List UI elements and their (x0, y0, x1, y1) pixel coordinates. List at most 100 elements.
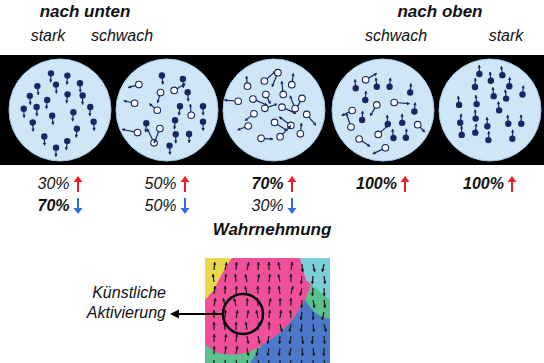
unit-arrow-head (65, 100, 68, 103)
map-arrow-shaft (311, 336, 313, 344)
unit-arrow-head (274, 103, 277, 106)
map-arrow-head (213, 262, 216, 265)
percent-label: 30% (251, 196, 283, 216)
map-arrow-head (244, 286, 247, 289)
unit-dot (173, 131, 179, 137)
map-arrow-head (213, 346, 216, 349)
unit-arrow-head (71, 118, 74, 121)
unit-arrow-head (409, 84, 412, 87)
map-arrow-head (323, 305, 326, 308)
unit-open-dot (244, 83, 251, 90)
dish-circle (332, 59, 434, 161)
map-arrow-head (279, 310, 282, 313)
map-arrows (212, 262, 327, 363)
unit-arrow-head (181, 85, 184, 88)
unit-dot (473, 101, 479, 107)
map-arrow-shaft (324, 324, 326, 332)
unit-open-dot (154, 107, 161, 114)
unit-arrow-head (459, 114, 462, 117)
unit-open-dot (171, 87, 178, 94)
unit-open-dot (275, 69, 282, 76)
percent-label: 100% (356, 174, 397, 194)
map-arrow-head (234, 274, 237, 277)
unit-open-dot (271, 119, 278, 126)
map-arrow-shaft (258, 360, 260, 363)
map-arrow-head (266, 353, 269, 356)
unit-dot (390, 135, 396, 141)
unit-open-dot (134, 129, 141, 136)
unit-arrow-head (504, 90, 507, 93)
unit-arrow-head (374, 73, 377, 76)
map-arrow-head (235, 286, 238, 289)
unit-arrow-head (36, 92, 39, 95)
map-arrow-shaft (246, 298, 248, 306)
arrow-head (507, 176, 516, 182)
map-arrow-shaft (235, 274, 237, 282)
map-arrow-head (212, 310, 215, 313)
unit-arrow-head (147, 129, 150, 132)
map-arrow-shaft (301, 348, 303, 356)
map-arrow-head (246, 310, 249, 313)
unit-arrow-head (386, 115, 389, 118)
unit-arrow-head (154, 140, 157, 143)
unit-dot (359, 117, 365, 123)
subheading: schwach (365, 26, 427, 46)
unit-arrow-head (271, 84, 274, 87)
percent-label: 70% (251, 174, 283, 194)
unit-dot (77, 80, 83, 86)
unit-dot (518, 121, 524, 127)
unit-open-dot (299, 95, 306, 102)
unit-open-dot (303, 111, 310, 118)
unit-arrow-head (353, 79, 356, 82)
map-arrow-shaft (234, 298, 236, 306)
map-arrow-shaft (301, 300, 303, 308)
arrow-head (287, 208, 296, 214)
map-arrow-head (257, 341, 260, 344)
map-arrow-shaft (224, 346, 226, 354)
unit-arrow-head (508, 77, 511, 80)
unit-dot (180, 76, 186, 82)
unit-arrow-head (374, 78, 377, 81)
unit-dot (353, 85, 359, 91)
unit-arrow-head (43, 143, 46, 146)
unit-arrow-head (49, 80, 52, 83)
unit-arrow-head (367, 144, 370, 147)
map-arrow-shaft (312, 276, 314, 284)
map-arrow-head (213, 286, 216, 289)
unit-dot (386, 84, 392, 90)
unit-arrow-head (168, 152, 171, 155)
unit-dot (503, 95, 509, 101)
unit-dot (64, 138, 70, 144)
map-arrow-head (224, 334, 227, 337)
unit-dot (519, 91, 525, 97)
unit-arrow-head (313, 122, 316, 125)
map-arrow-head (291, 286, 294, 289)
unit-dot (407, 89, 413, 95)
map-arrow-shaft (268, 360, 270, 363)
unit-open-dot (261, 78, 268, 85)
unit-open-dot (375, 131, 382, 138)
map-arrow-shaft (225, 360, 226, 363)
map-arrow-shaft (235, 262, 237, 270)
unit-arrow-head (361, 111, 364, 114)
unit-open-dot (297, 130, 304, 137)
unit-dot (53, 81, 59, 87)
map-arrow-head (246, 298, 249, 301)
map-arrow-head (244, 274, 247, 277)
map-arrow-head (224, 262, 227, 265)
unit-arrow-head (92, 128, 95, 131)
unit-arrow-head (289, 96, 292, 99)
map-arrow-head (234, 322, 237, 325)
map-arrow-shaft (213, 360, 214, 363)
unit-dot (64, 91, 70, 97)
map-arrow-head (278, 286, 281, 289)
unit-open-dot (131, 100, 138, 107)
unit-open-dot (280, 91, 287, 98)
unit-open-dot (157, 89, 164, 96)
unit-arrow-head (342, 113, 345, 116)
unit-arrow-head (474, 124, 477, 127)
map-arrow-shaft (324, 360, 326, 363)
unit-open-dot (263, 91, 270, 98)
map-arrow-head (267, 322, 270, 325)
unit-arrow-head (288, 126, 291, 129)
